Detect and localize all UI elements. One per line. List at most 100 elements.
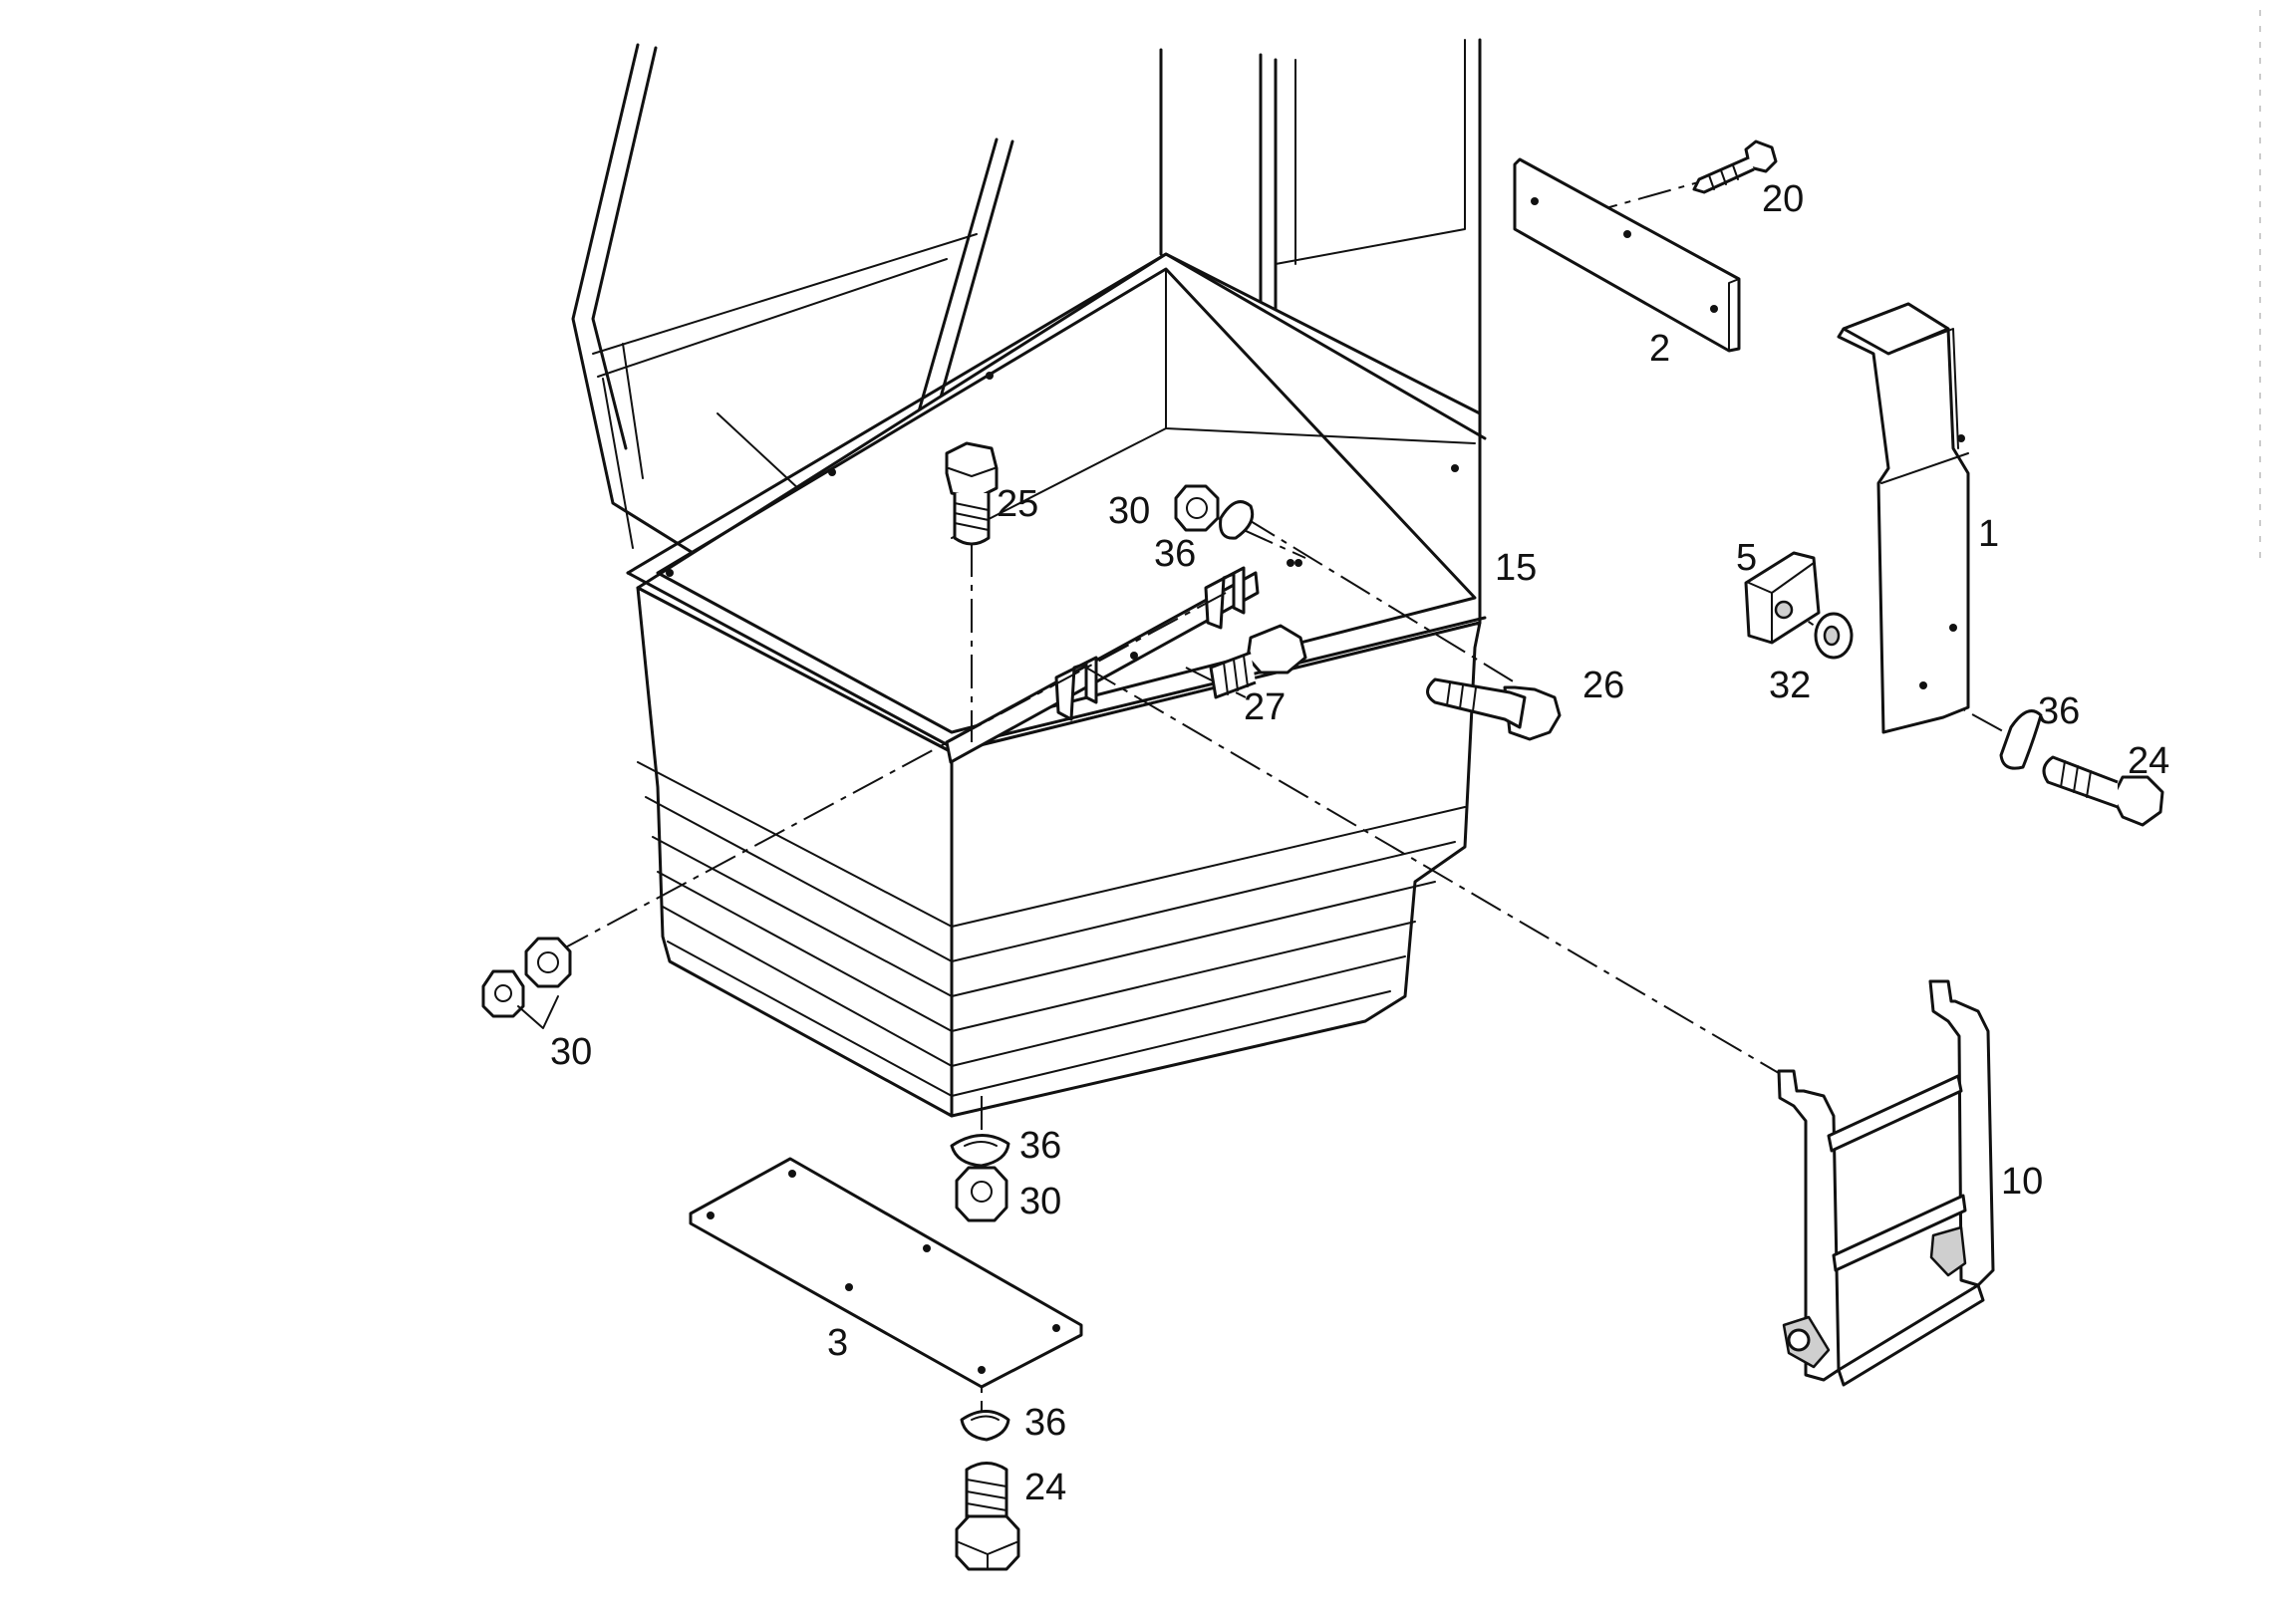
ladder-hinge-right (1929, 1225, 1967, 1277)
nut-30-top-hole (1186, 497, 1208, 519)
plate-3-hole-4 (923, 1244, 931, 1252)
cab-window-left-edge (602, 378, 634, 549)
washer-32 (1814, 612, 1854, 660)
axis-bolt-26 (1245, 517, 1516, 683)
label-15: 15 (1495, 547, 1537, 589)
bracket-1-fold (1887, 328, 1959, 449)
bolt-27-thread (1223, 655, 1249, 695)
label-2: 2 (1649, 328, 1670, 370)
screw-20 (1692, 139, 1778, 194)
washer-36-mid-inner (964, 1141, 998, 1147)
strip-2-hole-2 (1623, 230, 1631, 238)
bolt-25 (945, 441, 999, 546)
washer-32-hole (1823, 625, 1841, 647)
bracket-1 (1837, 302, 1970, 734)
box-side-face (950, 621, 1482, 1118)
ladder-bottom-bar (1837, 1283, 1985, 1387)
nut-30-left-a (481, 969, 525, 1018)
label-1: 1 (1978, 513, 1999, 555)
plate-3-hole-5 (1052, 1324, 1060, 1332)
label-5: 5 (1736, 537, 1757, 579)
nut-30-left-b (524, 937, 572, 988)
plate-3-hole-2 (788, 1170, 796, 1178)
cab-rear-window (1275, 39, 1466, 265)
screw-20-shank (1692, 155, 1755, 194)
label-36-mid: 36 (1019, 1125, 1061, 1167)
nut-30-bottom (955, 1166, 1008, 1222)
washer-36-bottom-inner (971, 1415, 1000, 1421)
rim-hole-1 (666, 569, 674, 577)
label-24-right: 24 (2128, 740, 2169, 782)
cab-window-top-line-inner (597, 258, 948, 378)
box-rim-back (626, 252, 1487, 575)
cover-plate-3-edge (690, 1222, 983, 1388)
rim-hole-2 (828, 468, 836, 476)
strip-2-hole-3 (1710, 305, 1718, 313)
axis-ladder (1085, 667, 1785, 1077)
label-27: 27 (1244, 686, 1286, 728)
plate-5 (1744, 551, 1821, 645)
nut-30-left-b-hole (537, 951, 559, 973)
box-mounting-rail (945, 571, 1260, 764)
washer-36-top (1219, 500, 1255, 540)
bolt-27 (1209, 624, 1307, 699)
label-25: 25 (997, 483, 1038, 525)
bracket-1-body (1837, 302, 1970, 734)
bolt-25-thread (954, 502, 990, 531)
screw-20-thread (1708, 164, 1739, 190)
box-rib-6 (667, 941, 1391, 1097)
strip-2-hole-1 (1531, 197, 1539, 205)
cab-window-left-edge-inner (622, 343, 644, 479)
bolt-24-bottom-head-edge (958, 1541, 1017, 1570)
nut-washer-top (1174, 484, 1255, 540)
box-rib-2 (645, 796, 1456, 962)
ladder-pivot (1787, 1328, 1811, 1352)
battery-box (626, 252, 1487, 1118)
bracket-1-hole-3 (1919, 681, 1927, 689)
label-30-top: 30 (1108, 490, 1150, 532)
rail-hole-2 (1287, 559, 1294, 567)
washer-36-mid (950, 1134, 1010, 1168)
plate-5-hole (1774, 600, 1794, 620)
cab-window-top-line (592, 233, 978, 355)
bolt-24-right-thread (2060, 760, 2092, 798)
ladder-rung-1 (1827, 1074, 1963, 1153)
washer-36-right (1999, 709, 2043, 770)
plate-5-edges (1748, 562, 1815, 644)
label-10: 10 (2001, 1161, 2043, 1203)
nuts-30-left-leader (517, 995, 559, 1029)
part-labels: 1 2 3 5 10 15 20 24 24 25 26 27 30 30 30… (550, 178, 2169, 1508)
bolt-26-shank (1426, 677, 1527, 729)
label-36-right: 36 (2038, 690, 2080, 732)
ladder-right-rail (1928, 979, 1995, 1287)
plate-5-body (1744, 551, 1821, 645)
washer-nut-bottom (950, 1134, 1010, 1222)
plate-3-hole-1 (707, 1212, 715, 1219)
rim-hole-5 (1294, 559, 1302, 567)
bracket-1-hole-1 (1957, 434, 1965, 442)
label-36-top: 36 (1154, 533, 1196, 575)
box-rib-4 (657, 871, 1416, 1032)
bolt-25-head (945, 441, 999, 500)
nut-30-left-a-hole (494, 984, 512, 1002)
axis-nut-30-left (557, 592, 1227, 952)
bolt-26 (1426, 677, 1562, 741)
plate-3-hole-6 (978, 1366, 986, 1374)
ladder-rung-2 (1832, 1194, 1967, 1272)
label-30-left: 30 (550, 1031, 592, 1073)
nut-30-top (1174, 484, 1220, 532)
nut-30-bottom-hole (971, 1181, 993, 1203)
label-32: 32 (1769, 665, 1811, 706)
box-rib-5 (662, 906, 1406, 1067)
label-3: 3 (827, 1322, 848, 1364)
strip-2 (1513, 157, 1741, 353)
bolt-24-right-shank (2042, 755, 2119, 809)
plate-3-hole-3 (845, 1283, 853, 1291)
bolt-24-right-head (2111, 775, 2164, 827)
label-26: 26 (1582, 665, 1624, 706)
rail-hook-right (1204, 566, 1246, 630)
label-36-bottom: 36 (1024, 1402, 1066, 1444)
washer-bolt-right (1999, 709, 2164, 827)
